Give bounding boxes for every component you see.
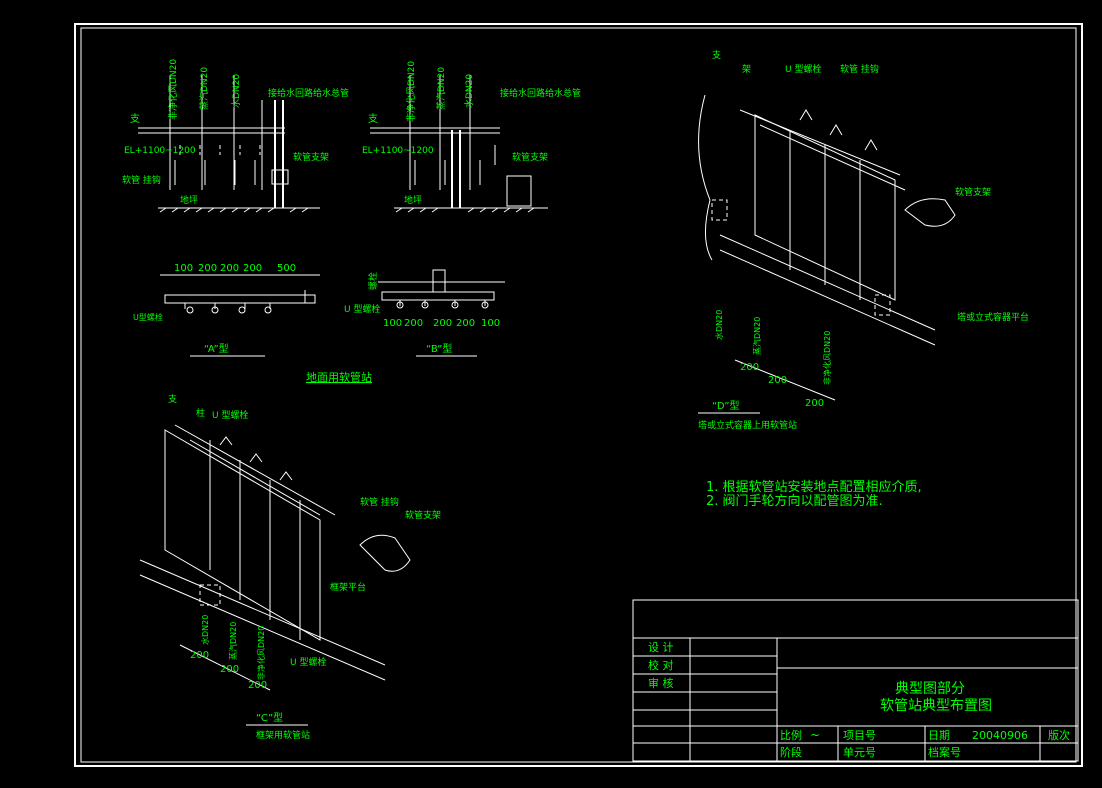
left-pipe-label-1: 非净化风DN20 <box>167 59 179 120</box>
view-d-dim-1: 200 <box>740 362 759 373</box>
view-d-label-6: 塔或立式容器平台 <box>957 311 1029 323</box>
view-c-dim-3: 200 <box>248 680 267 691</box>
right-pipe-label-1: 非净化风DN20 <box>405 61 417 122</box>
plan-a-dim-4: 200 <box>243 263 262 274</box>
archive-label: 档案号 <box>928 745 961 759</box>
isometric-view-d: 支 架 U 型螺栓 软管 挂钩 软管支架 塔或立式容器平台 水DN20 蒸汽DN… <box>698 49 1029 431</box>
view-d-label-4: 软管 挂钩 <box>840 63 879 75</box>
plan-a-ubolt: U型螺栓 <box>133 312 163 322</box>
drawing-title-1: 典型图部分 <box>895 681 965 697</box>
project-label: 项目号 <box>843 729 876 742</box>
view-d-label-9: 非净化风DN20 <box>822 331 832 385</box>
right-support-label: 支 <box>368 113 378 125</box>
view-c-label-1: 支 <box>168 393 177 405</box>
plan-b-title: “B”型 <box>426 342 452 355</box>
left-bracket-label: 软管支架 <box>293 151 329 163</box>
view-c-label-10: 水DN20 <box>200 615 210 645</box>
left-elevation-view: 非净化风DN20 蒸汽DN20 水DN20 接给水回路给水总管 支 EL+110… <box>122 59 349 213</box>
plan-b: 螺栓 U 型螺栓 100 200 200 200 100 “B”型 <box>344 269 505 357</box>
stage-label: 阶段 <box>780 745 802 759</box>
plan-a: 100 200 200 200 500 U型螺栓 “A”型 <box>133 263 320 357</box>
view-c-label-2: 柱 <box>196 407 205 419</box>
role-check: 校 对 <box>648 658 674 672</box>
view-d-dim-2: 200 <box>768 375 787 386</box>
view-d-subtitle: 塔或立式容器上用软管站 <box>698 419 797 431</box>
plan-b-side: 螺栓 <box>367 272 379 290</box>
view-d-dim-3: 200 <box>805 398 824 409</box>
view-c-dim-2: 200 <box>220 664 239 675</box>
plan-b-dim-4: 200 <box>456 318 475 329</box>
right-header-label: 接给水回路给水总管 <box>500 87 581 99</box>
plan-a-dim-1: 100 <box>174 263 193 274</box>
view-d-label-3: U 型螺栓 <box>785 63 821 75</box>
plan-a-dim-5: 500 <box>277 263 296 274</box>
isometric-view-c: 支 柱 U 型螺栓 软管 挂钩 软管支架 框架平台 U 型螺栓 非净化风DN20… <box>139 393 441 741</box>
view-d-label-7: 水DN20 <box>714 310 724 340</box>
plan-b-dim-2: 200 <box>404 318 423 329</box>
plan-a-title: “A”型 <box>204 342 229 355</box>
view-d-label-5: 软管支架 <box>955 186 991 198</box>
outer-frame <box>74 23 1083 767</box>
right-pipe-label-3: 水DN20 <box>463 74 475 108</box>
section-title: 地面用软管站 <box>306 370 372 384</box>
view-d-label-2: 架 <box>742 64 751 75</box>
scale-label: 比例 <box>780 728 802 742</box>
date-value: 20040906 <box>972 729 1028 742</box>
version-label: 版次 <box>1048 728 1070 742</box>
role-design: 设 计 <box>648 641 674 654</box>
plan-b-dim-3: 200 <box>433 318 452 329</box>
inner-frame <box>80 27 1077 763</box>
plan-a-dim-2: 200 <box>198 263 217 274</box>
right-elevation-label: EL+1100~1200 <box>362 146 434 156</box>
title-block: 设 计 校 对 审 核 典型图部分 软管站典型布置图 比例 ~ 项目号 日期 2… <box>632 599 1079 762</box>
left-pipe-label-3: 水DN20 <box>230 74 242 108</box>
unit-label: 单元号 <box>843 746 876 759</box>
view-c-label-3: U 型螺栓 <box>212 409 248 421</box>
right-pipe-label-2: 蒸汽DN20 <box>435 67 447 110</box>
drawing-title-2: 软管站典型布置图 <box>880 698 992 714</box>
right-floor-label: 地坪 <box>404 194 422 206</box>
view-d-title: “D”型 <box>712 399 740 412</box>
view-c-label-4: 软管 挂钩 <box>360 496 399 508</box>
note-1: 1. 根据软管站安装地点配置相应介质, <box>706 479 922 495</box>
right-bracket-label: 软管支架 <box>512 151 548 163</box>
plan-b-dim-1: 100 <box>383 318 402 329</box>
role-review: 审 核 <box>648 676 674 690</box>
view-c-title: “C”型 <box>256 711 283 724</box>
view-c-dim-1: 200 <box>190 650 209 661</box>
plan-b-dim-5: 100 <box>481 318 500 329</box>
note-2: 2. 阀门手轮方向以配管图为准. <box>706 493 883 509</box>
plan-a-dim-3: 200 <box>220 263 239 274</box>
view-c-label-5: 软管支架 <box>405 509 441 521</box>
view-c-label-6: 框架平台 <box>330 581 366 593</box>
right-elevation-view: 非净化风DN20 蒸汽DN20 水DN20 接给水回路给水总管 支 EL+110… <box>362 61 581 213</box>
view-c-subtitle: 框架用软管站 <box>256 729 310 741</box>
date-label: 日期 <box>928 729 950 742</box>
left-header-label: 接给水回路给水总管 <box>268 87 349 99</box>
scale-value: ~ <box>810 728 820 742</box>
left-support-label: 支 <box>130 113 140 125</box>
left-pipe-label-2: 蒸汽DN20 <box>198 67 210 110</box>
view-d-label-8: 蒸汽DN20 <box>752 317 762 355</box>
left-elevation-label: EL+1100~1200 <box>124 146 196 156</box>
view-c-label-8: 非净化风DN20 <box>256 626 266 680</box>
view-c-label-7: U 型螺栓 <box>290 656 326 668</box>
left-hook-label: 软管 挂钩 <box>122 174 161 186</box>
plan-b-ubolt: U 型螺栓 <box>344 303 380 315</box>
view-d-label-1: 支 <box>712 49 721 61</box>
view-c-label-9: 蒸汽DN20 <box>228 622 238 660</box>
left-floor-label: 地坪 <box>180 194 198 206</box>
